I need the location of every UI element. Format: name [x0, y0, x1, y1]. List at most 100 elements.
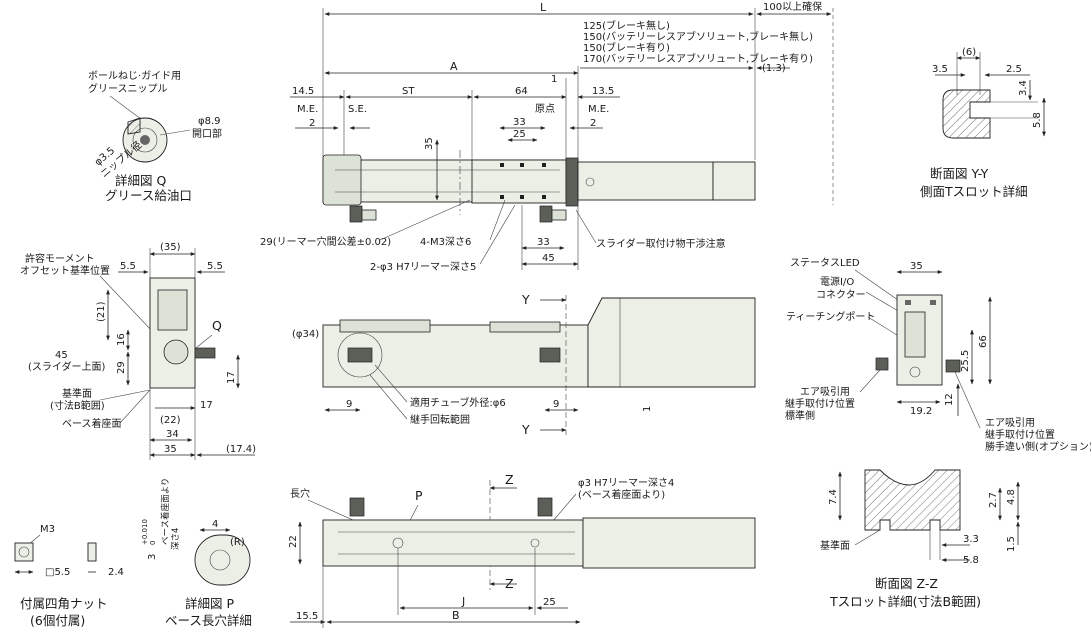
- screw-circle: [585, 177, 595, 187]
- dim-2-right: 2: [590, 118, 596, 129]
- dim-2-7: 2.7: [988, 492, 999, 508]
- label-R: (R): [230, 537, 245, 548]
- dim-25-5: 25.5: [960, 350, 971, 372]
- title-base-long: ベース長穴詳細: [165, 613, 252, 628]
- label-air1: エア吸引用: [800, 386, 850, 398]
- dim-3-5: 3.5: [932, 64, 948, 75]
- tol-3: 3: [147, 554, 158, 560]
- label-from-base: (ベース着座面より): [578, 488, 665, 501]
- dim-22: (22): [160, 415, 181, 426]
- label-connector: コネクター: [816, 289, 866, 301]
- label-M3: M3: [40, 524, 55, 535]
- label-slider-top: (スライダー上面): [28, 360, 106, 373]
- dim-35-paren: (35): [160, 242, 181, 253]
- detail-p: 3 +0.010 0 ベース着座面より 深さ4 4 (R) 詳細図 P ベース長…: [141, 478, 252, 628]
- label-ME-left: M.E.: [297, 104, 318, 115]
- label-air2: 継手取付け位置: [785, 397, 855, 410]
- label-reamer29: 29(リーマー穴間公差±0.02): [260, 235, 391, 248]
- dim-17-bottom: 17: [200, 400, 213, 411]
- label-status-led: ステータスLED: [790, 257, 860, 269]
- title-side-tslot: 側面Tスロット詳細: [920, 184, 1028, 199]
- end-view-right: ステータスLED 電源I/O コネクター ティーチングポート 35 66 25.…: [785, 257, 1091, 453]
- side-view-left: 許容モーメント オフセット基準位置 (35) 5.5 5.5 (21) 16 2…: [20, 242, 256, 460]
- dim-1-3: (1.3): [762, 63, 786, 74]
- dim-35-vertical: 35: [424, 137, 435, 150]
- label-moment: 許容モーメント: [25, 252, 95, 265]
- bottom-body: [322, 519, 584, 567]
- dim-16: 16: [116, 333, 127, 346]
- label-m3: 4-M3深さ6: [420, 236, 471, 248]
- dim-14-5: 14.5: [292, 86, 314, 97]
- dim-7-4: 7.4: [828, 489, 839, 505]
- bottom-view: 長穴 P Z Z φ3 H7リーマー深さ4 (ベース着座面より) 22 J 25…: [288, 472, 756, 628]
- dim-B: B: [452, 609, 460, 622]
- label-SE: S.E.: [348, 104, 367, 115]
- dim-4: 4: [212, 519, 218, 530]
- label-tube: 適用チューブ外径:φ6: [410, 396, 506, 409]
- joint-range-circle: [337, 332, 383, 378]
- label-Z-bottom: Z: [505, 576, 514, 591]
- label-grease: グリースニップル: [88, 82, 168, 95]
- dim-29: 29: [116, 361, 127, 374]
- label-power: 電源I/O: [820, 275, 854, 288]
- dim-3-3: 3.3: [963, 534, 979, 545]
- dim-sq5-5: □5.5: [45, 567, 70, 578]
- motor-flange: [565, 157, 579, 207]
- label-offset: オフセット基準位置: [20, 264, 110, 277]
- slider-block: [471, 159, 567, 204]
- dim-25-bottom: 25: [543, 597, 556, 608]
- title-section-zz: 断面図 Z-Z: [875, 576, 938, 591]
- section-yy: (6) 3.5 2.5 3.4 5.8 断面図 Y-Y 側面Tスロット詳細: [920, 47, 1046, 199]
- dim-33-top: 33: [513, 117, 526, 128]
- title-nut: 付属四角ナット: [20, 596, 108, 611]
- bottom-motor: [582, 517, 756, 569]
- label-phi34: (φ34): [292, 329, 319, 340]
- label-phi3-h7: φ3 H7リーマー深さ4: [578, 477, 674, 489]
- dim-13-5: 13.5: [592, 86, 614, 97]
- dim-19-2: 19.2: [910, 406, 932, 417]
- dim-ST: ST: [402, 86, 415, 97]
- label-origin: 原点: [535, 103, 555, 115]
- tol-lower: 0: [149, 541, 157, 545]
- title-tslot-zz: Tスロット詳細(寸法B範囲): [829, 594, 981, 609]
- dim-45-left: 45: [55, 350, 68, 361]
- label-open: 開口部: [192, 127, 222, 140]
- label-ball: ボールねじ·ガイド用: [88, 70, 181, 82]
- dim-5-8: 5.8: [1032, 112, 1043, 128]
- label-depth4: 深さ4: [171, 528, 181, 550]
- long-hole-shape: [194, 534, 251, 586]
- label-datum: 基準面: [62, 387, 92, 400]
- label-h7: 2-φ3 H7リーマー深さ5: [370, 261, 476, 273]
- dim-2-4: 2.4: [108, 567, 124, 578]
- label-long-hole: 長穴: [290, 487, 310, 500]
- label-phi8-9: φ8.9: [198, 116, 221, 127]
- dim-45: 45: [542, 253, 555, 264]
- label-joint: 継手回転範囲: [410, 413, 470, 426]
- fitting-left: [349, 205, 363, 223]
- square-nut: M3 □5.5 2.4 付属四角ナット (6個付属): [14, 524, 124, 628]
- dim-9-left: 9: [346, 399, 352, 410]
- dim-A: A: [450, 60, 458, 73]
- dim-21: (21): [96, 301, 107, 322]
- title-section-yy: 断面図 Y-Y: [930, 166, 989, 181]
- motor-cover: [712, 161, 756, 201]
- dim-33-bottom: 33: [537, 237, 550, 248]
- dim-35-bottom: 35: [164, 444, 177, 455]
- dim-17-4: (17.4): [226, 444, 256, 455]
- label-Z-top: Z: [505, 472, 514, 487]
- motor-top: [587, 297, 756, 388]
- label-base-from: ベース着座面より: [160, 478, 171, 545]
- title-grease-port: グリース給油口: [105, 188, 192, 203]
- front-view: L 100以上確保 125(ブレーキ無し) 150(バッテリーレスアブソリュート…: [260, 0, 834, 273]
- title-detail-p: 詳細図 P: [185, 596, 234, 611]
- dim-125: 125(ブレーキ無し): [583, 19, 670, 32]
- dim-1: 1: [551, 74, 557, 85]
- label-ME-right: M.E.: [588, 104, 609, 115]
- label-Y-top: Y: [521, 292, 530, 307]
- dim-150a: 150(バッテリーレスアブソリュート,ブレーキ無し): [583, 30, 813, 43]
- dim-66: 66: [978, 335, 989, 348]
- label-airb2: 継手取付け位置: [985, 428, 1055, 441]
- section-yy-shape: [942, 89, 991, 139]
- label-teach: ティーチングポート: [786, 310, 875, 323]
- mounting-holes: [500, 163, 546, 199]
